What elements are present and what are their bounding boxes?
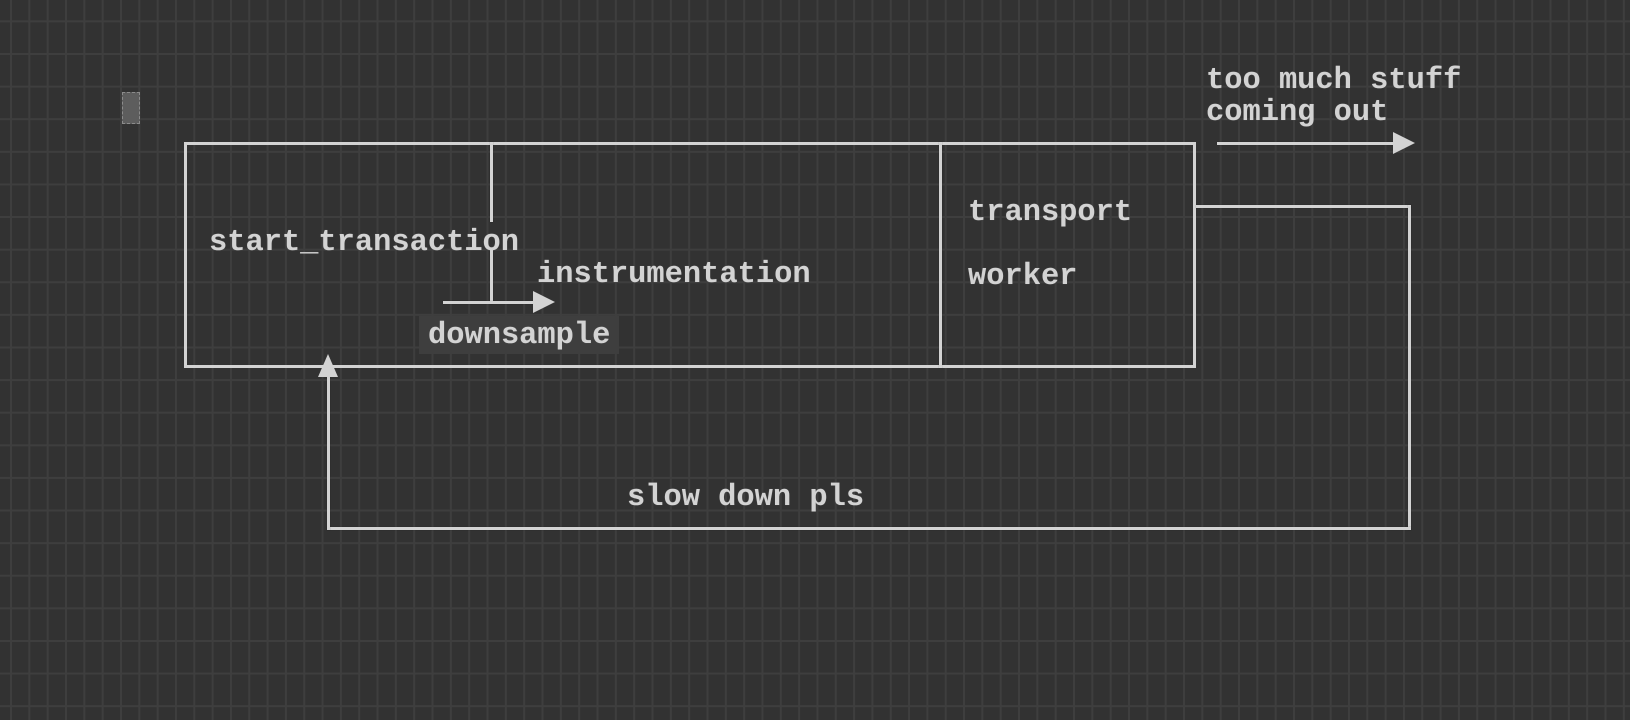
label-transport[interactable]: transport (968, 196, 1133, 230)
downsample-arrowhead-icon[interactable] (533, 291, 555, 313)
label-instrumentation[interactable]: instrumentation (537, 258, 811, 292)
divider-start-instrumentation-upper[interactable] (490, 142, 493, 222)
backpressure-line-left[interactable] (327, 377, 330, 530)
overflow-arrow-line[interactable] (1217, 142, 1393, 145)
downsample-arrow-line[interactable] (443, 301, 535, 304)
divider-start-instrumentation-lower[interactable] (490, 250, 493, 304)
pipeline-box[interactable] (184, 142, 1196, 368)
overflow-note-label[interactable]: too much stuff coming out (1206, 64, 1462, 130)
backpressure-line-bottom[interactable] (327, 527, 1411, 530)
backpressure-arrowhead-icon[interactable] (318, 354, 338, 377)
text-cursor (122, 92, 140, 124)
overflow-arrowhead-icon[interactable] (1393, 132, 1415, 154)
backpressure-line-right[interactable] (1408, 205, 1411, 530)
backpressure-line-top[interactable] (1196, 205, 1411, 208)
label-start-transaction[interactable]: start_transaction (209, 226, 520, 260)
label-downsample[interactable]: downsample (419, 316, 620, 354)
backpressure-note-label[interactable]: slow down pls (627, 481, 865, 515)
label-worker[interactable]: worker (968, 260, 1078, 294)
divider-instrumentation-transport[interactable] (939, 142, 942, 368)
